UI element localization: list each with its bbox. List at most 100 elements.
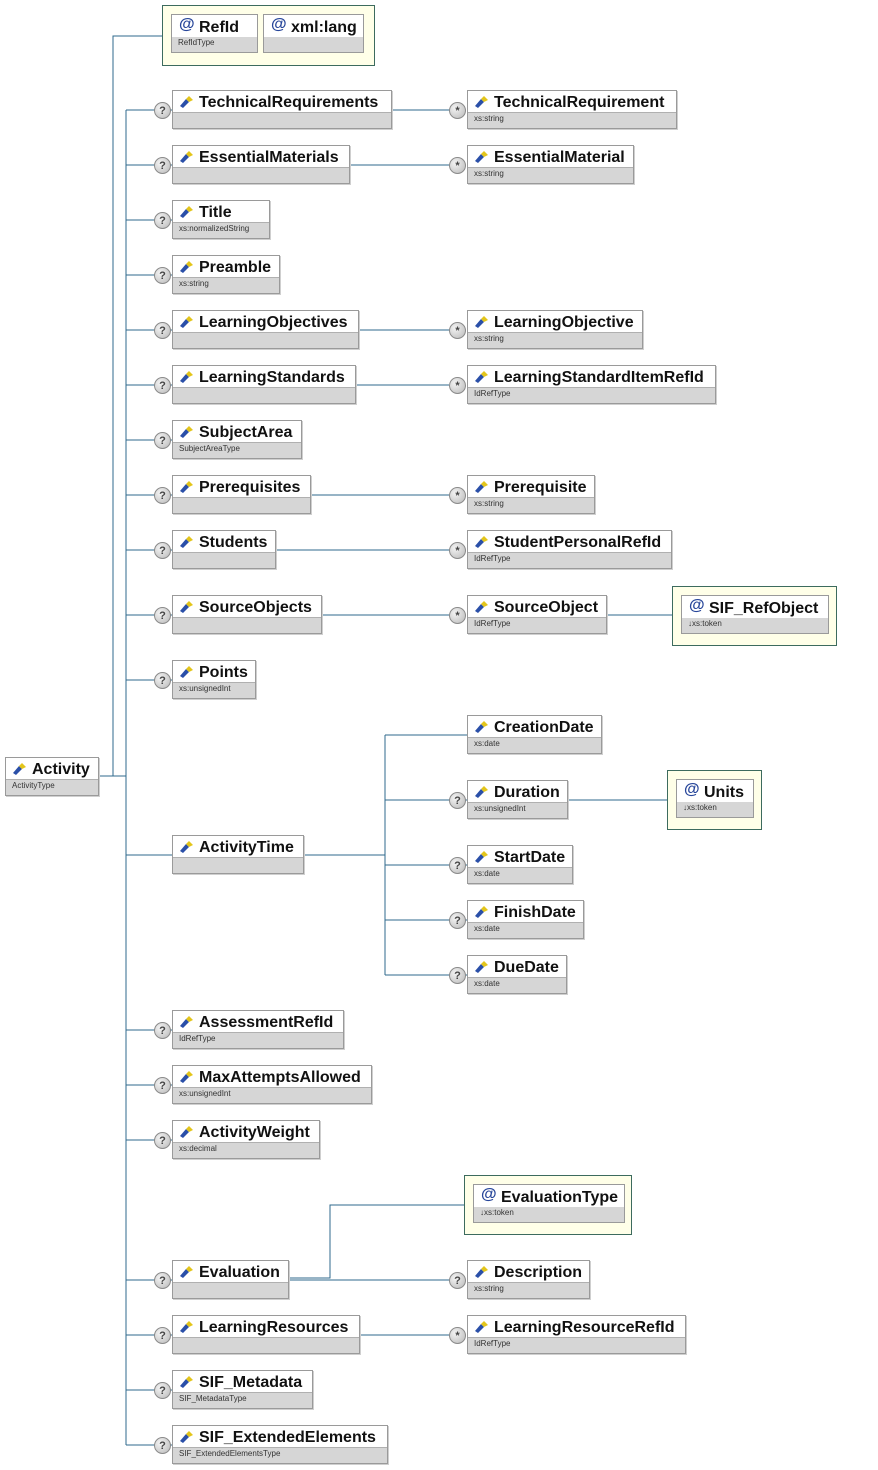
element-learning-resources[interactable]: LearningResources bbox=[172, 1315, 360, 1354]
element-name: CreationDate bbox=[494, 719, 594, 736]
element-essential-materials[interactable]: EssentialMaterials bbox=[172, 145, 350, 184]
attribute-sif-ref-object[interactable]: @SIF_RefObject↓xs:token bbox=[681, 595, 829, 634]
occurrence-optional-icon: ? bbox=[154, 377, 171, 394]
attribute-name: EvaluationType bbox=[501, 1189, 619, 1206]
element-name: TechnicalRequirements bbox=[199, 94, 379, 111]
attribute-name: SIF_RefObject bbox=[709, 600, 819, 617]
element-name: FinishDate bbox=[494, 904, 576, 921]
element-description[interactable]: Description xs:string bbox=[467, 1260, 590, 1299]
element-type: IdRefType bbox=[474, 1339, 511, 1348]
element-name: SIF_ExtendedElements bbox=[199, 1429, 376, 1446]
element-prerequisite[interactable]: Prerequisite xs:string bbox=[467, 475, 595, 514]
element-name: SourceObject bbox=[494, 599, 599, 616]
element-type: xs:unsignedInt bbox=[474, 804, 526, 813]
element-icon bbox=[180, 481, 193, 493]
attribute-refid[interactable]: @ RefId RefIdType bbox=[171, 14, 258, 53]
attribute-xml-lang[interactable]: @ xml:lang bbox=[263, 14, 364, 53]
element-icon bbox=[475, 1321, 488, 1333]
occurrence-optional-icon: ? bbox=[154, 322, 171, 339]
element-icon bbox=[180, 261, 193, 273]
element-type: xs:unsignedInt bbox=[179, 684, 231, 693]
connector-line bbox=[289, 1204, 464, 1279]
element-icon bbox=[180, 1266, 193, 1278]
element-name: Description bbox=[494, 1264, 583, 1281]
element-icon bbox=[475, 851, 488, 863]
occurrence-many-icon: * bbox=[449, 542, 466, 559]
occurrence-many-icon: * bbox=[449, 1327, 466, 1344]
element-name: LearningResourceRefId bbox=[494, 1319, 675, 1336]
element-activity-time[interactable]: ActivityTime bbox=[172, 835, 304, 874]
element-name: Title bbox=[199, 204, 232, 221]
element-name: Duration bbox=[494, 784, 560, 801]
element-icon bbox=[475, 481, 488, 493]
element-type: xs:string bbox=[474, 169, 504, 178]
element-duration[interactable]: Duration xs:unsignedInt bbox=[467, 780, 568, 819]
element-name: DueDate bbox=[494, 959, 559, 976]
element-type: IdRefType bbox=[474, 619, 511, 628]
attribute-icon: @ bbox=[179, 16, 195, 33]
element-learning-standards[interactable]: LearningStandards bbox=[172, 365, 356, 404]
element-name: Preamble bbox=[199, 259, 272, 276]
attribute-icon: @ bbox=[684, 781, 700, 798]
element-type: xs:string bbox=[474, 1284, 504, 1293]
element-technical-requirements[interactable]: TechnicalRequirements bbox=[172, 90, 392, 129]
element-icon bbox=[475, 786, 488, 798]
occurrence-optional-icon: ? bbox=[154, 1132, 171, 1149]
element-name: Prerequisites bbox=[199, 479, 301, 496]
element-students[interactable]: Students bbox=[172, 530, 276, 569]
occurrence-many-icon: * bbox=[449, 102, 466, 119]
element-icon bbox=[180, 1126, 193, 1138]
element-type: xs:string bbox=[474, 499, 504, 508]
attribute-evaluation-type[interactable]: @EvaluationType↓xs:token bbox=[473, 1184, 625, 1223]
attribute-icon: @ bbox=[689, 597, 705, 614]
element-icon bbox=[475, 961, 488, 973]
attribute-units[interactable]: @Units↓xs:token bbox=[676, 779, 754, 818]
element-learning-objectives[interactable]: LearningObjectives bbox=[172, 310, 359, 349]
element-name: Prerequisite bbox=[494, 479, 587, 496]
attribute-group-sif-ref-object: @SIF_RefObject↓xs:token bbox=[672, 586, 837, 646]
element-prerequisites[interactable]: Prerequisites bbox=[172, 475, 311, 514]
occurrence-optional-icon: ? bbox=[154, 1077, 171, 1094]
occurrence-optional-icon: ? bbox=[154, 212, 171, 229]
occurrence-optional-icon: ? bbox=[154, 487, 171, 504]
occurrence-many-icon: * bbox=[449, 157, 466, 174]
element-type: xs:date bbox=[474, 924, 500, 933]
element-type: IdRefType bbox=[474, 554, 511, 563]
element-type: SubjectAreaType bbox=[179, 444, 240, 453]
element-name: LearningStandards bbox=[199, 369, 345, 386]
element-name: ActivityTime bbox=[199, 839, 294, 856]
element-icon bbox=[180, 666, 193, 678]
occurrence-optional-icon: ? bbox=[154, 157, 171, 174]
attribute-name: Units bbox=[704, 784, 744, 801]
element-name: Evaluation bbox=[199, 1264, 280, 1281]
element-icon bbox=[180, 601, 193, 613]
element-evaluation[interactable]: Evaluation bbox=[172, 1260, 289, 1299]
element-icon bbox=[475, 151, 488, 163]
element-finish-date[interactable]: FinishDate xs:date bbox=[467, 900, 584, 939]
occurrence-optional-icon: ? bbox=[154, 1437, 171, 1454]
element-icon bbox=[475, 1266, 488, 1278]
element-name: LearningResources bbox=[199, 1319, 349, 1336]
element-source-objects[interactable]: SourceObjects bbox=[172, 595, 322, 634]
